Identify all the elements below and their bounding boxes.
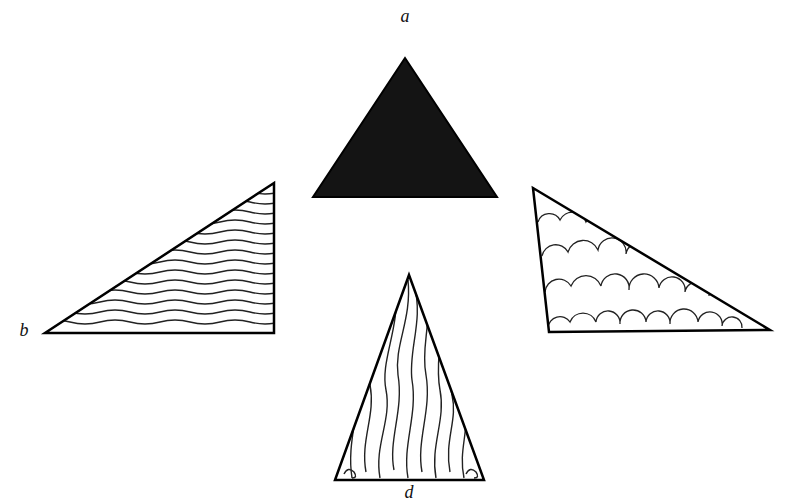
flame-texture xyxy=(344,280,478,478)
cloud-texture xyxy=(538,212,742,328)
wave-triangle xyxy=(45,183,274,333)
black-triangle xyxy=(313,58,497,197)
figure-letter: a xyxy=(401,7,410,25)
flame-triangle xyxy=(335,275,484,480)
figure-letter: d xyxy=(405,483,414,501)
figure-letter: b xyxy=(20,321,29,339)
cloud-triangle xyxy=(533,188,770,332)
